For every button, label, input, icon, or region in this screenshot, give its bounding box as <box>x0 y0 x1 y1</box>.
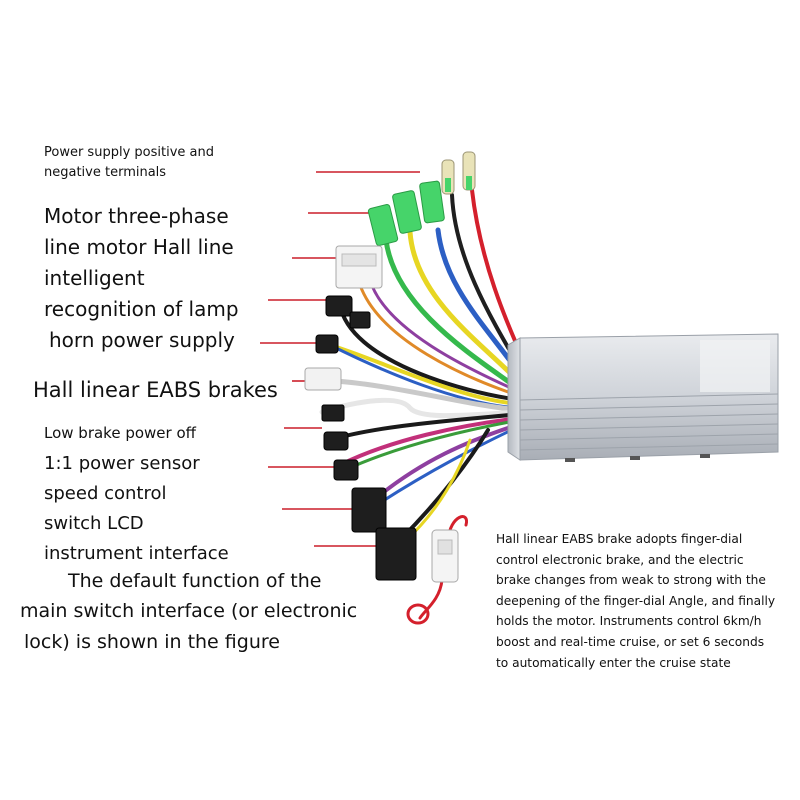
label-sensor-line4: instrument interface <box>44 543 229 564</box>
label-default-line3: lock) is shown in the figure <box>24 631 280 653</box>
small-connectors <box>315 295 417 581</box>
label-default-line2: main switch interface (or electronic <box>20 600 358 622</box>
description-line: brake changes from weak to strong with t… <box>496 573 766 588</box>
label-default-line1: The default function of the <box>68 570 322 592</box>
label-motor-line1: Motor three-phase <box>44 204 229 228</box>
pointer-lines <box>260 171 420 580</box>
label-sensor-line1: 1:1 power sensor <box>44 453 200 474</box>
description-text: Hall linear EABS brake adopts finger-dia… <box>496 529 796 673</box>
wire-bundle <box>307 188 530 620</box>
label-power-supply-line2: negative terminals <box>44 165 167 180</box>
description-line: holds the motor. Instruments control 6km… <box>496 614 762 629</box>
hall-connector <box>335 245 383 289</box>
label-motor-line2: line motor Hall line <box>44 235 234 259</box>
label-hall-brakes: Hall linear EABS brakes <box>33 378 278 402</box>
label-sensor-line3: switch LCD <box>44 513 144 534</box>
label-motor-line4: recognition of lamp <box>44 297 239 321</box>
label-low-brake: Low brake power off <box>44 424 196 442</box>
description-line: deepening of the finger-dial Angle, and … <box>496 593 776 608</box>
controller-box <box>507 333 779 462</box>
label-motor-line3: intelligent <box>44 266 145 290</box>
label-sensor-line2: speed control <box>44 483 167 504</box>
label-motor-line5: horn power supply <box>49 328 235 352</box>
phase-connectors <box>367 180 445 246</box>
description-line: boost and real-time cruise, or set 6 sec… <box>496 634 765 649</box>
label-power-supply-line1: Power supply positive and <box>44 145 214 160</box>
description-line: control electronic brake, and the electr… <box>496 552 744 567</box>
bullet-terminals <box>441 151 476 195</box>
description-line: Hall linear EABS brake adopts finger-dia… <box>496 532 743 546</box>
brake-connector <box>304 367 342 391</box>
description-line: to automatically enter the cruise state <box>496 655 731 670</box>
lock-connector <box>406 529 459 625</box>
